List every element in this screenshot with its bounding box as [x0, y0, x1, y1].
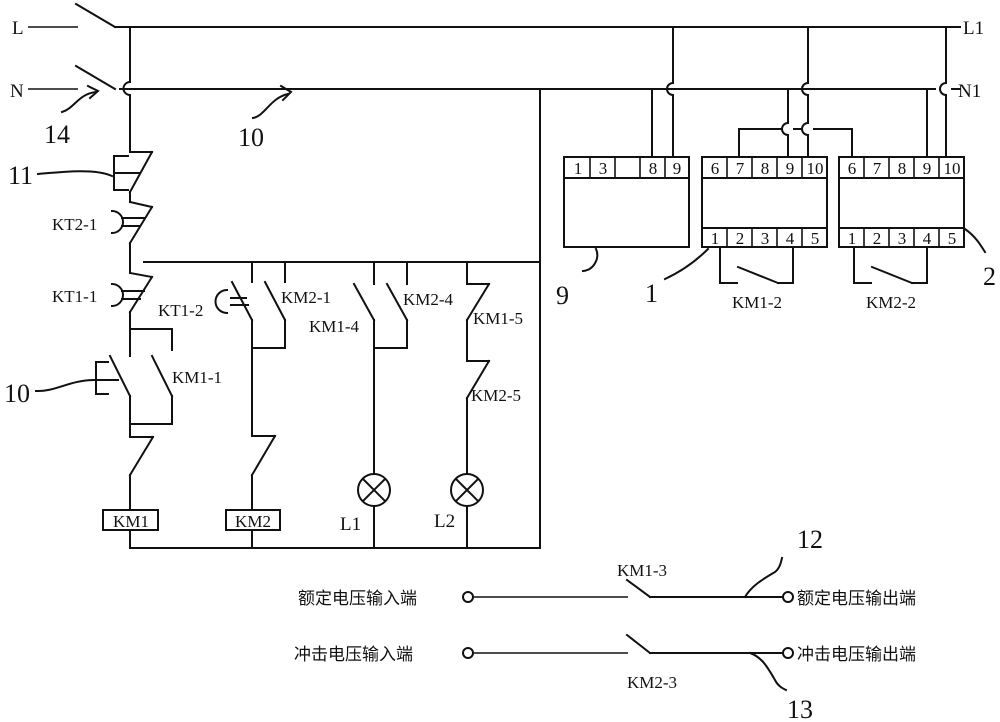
contact-km1-2 [719, 246, 794, 285]
module-2 [838, 156, 965, 248]
callout-12: 12 [797, 525, 823, 554]
m2-pin-5: 5 [948, 229, 957, 248]
label-coil-km2: KM2 [235, 512, 271, 531]
m1-pin-10: 10 [807, 159, 824, 178]
label-kt2-1: KT2-1 [52, 215, 97, 234]
label-l1: L1 [963, 18, 984, 39]
terminal-surge-out-label: 冲击电压输出端 [797, 645, 916, 665]
label-kt1-1: KT1-1 [52, 287, 97, 306]
callout-13-leader [748, 651, 788, 692]
callout-2: 2 [983, 262, 996, 291]
label-km2-1: KM2-1 [281, 288, 331, 307]
label-km1-4: KM1-4 [309, 317, 360, 336]
callout-10-button-leader [34, 378, 96, 393]
callout-1-leader [663, 247, 710, 281]
callout-12-leader [743, 556, 784, 599]
label-coil-km1: KM1 [113, 512, 149, 531]
l1-branch [352, 261, 409, 549]
terminal-rated-out-label: 额定电压输出端 [797, 589, 916, 609]
contact-km1-1 [129, 354, 174, 425]
m2-pin-6: 6 [848, 159, 857, 178]
label-l: L [12, 18, 24, 39]
m1-pin-5: 5 [811, 229, 820, 248]
label-km1-5: KM1-5 [473, 309, 523, 328]
m1-pin-2: 2 [736, 229, 745, 248]
m1-pin-7: 7 [736, 159, 745, 178]
stop-button-11[interactable] [113, 150, 154, 203]
callout-14-leader [60, 90, 98, 114]
m1-pin-4: 4 [786, 229, 795, 248]
label-lamp-l1: L1 [340, 514, 361, 535]
callout-14: 14 [44, 120, 70, 149]
m1-pin-1: 1 [711, 229, 720, 248]
m1-pin-6: 6 [711, 159, 720, 178]
contact-kt2-1 [110, 200, 154, 258]
supply-lines [28, 2, 961, 153]
label-km2-5: KM2-5 [471, 386, 521, 405]
contact-km2-2 [853, 246, 928, 285]
callout-9-leader [581, 247, 599, 273]
label-lamp-l2: L2 [434, 511, 455, 532]
main-switch-n[interactable] [74, 64, 117, 91]
terminal-rated-out[interactable] [782, 591, 794, 603]
callout-10-button: 10 [4, 379, 30, 408]
m1-pin-8: 8 [761, 159, 770, 178]
label-km2-4: KM2-4 [403, 290, 454, 309]
m9-pin-1: 1 [574, 159, 583, 178]
m2-pin-7: 7 [873, 159, 882, 178]
callout-10-bus: 10 [238, 123, 264, 152]
label-km2-3: KM2-3 [627, 673, 677, 692]
lamp-l1 [357, 473, 391, 507]
m9-pin-3: 3 [599, 159, 608, 178]
m1-pin-3: 3 [761, 229, 770, 248]
callout-10-bus-arrow [279, 84, 293, 102]
m9-hop [666, 81, 675, 97]
callout-10-bus-leader [251, 92, 290, 120]
label-n: N [10, 81, 24, 102]
callout-11-leader [36, 170, 114, 178]
module-1 [701, 156, 828, 248]
label-km1-1: KM1-1 [172, 368, 222, 387]
callout-11: 11 [8, 161, 33, 190]
callout-1: 1 [645, 279, 658, 308]
km2-branch [214, 261, 287, 549]
interlock-km1 [128, 423, 155, 511]
terminal-rated-in[interactable] [462, 591, 474, 603]
lamp-l2 [450, 473, 484, 507]
m2-pin-9: 9 [923, 159, 932, 178]
m2-pin-10: 10 [944, 159, 961, 178]
hop-control-feed [122, 80, 132, 97]
label-km2-2: KM2-2 [866, 293, 916, 312]
terminal-surge-in[interactable] [462, 647, 474, 659]
start-button-10[interactable] [95, 328, 173, 425]
coil-km2 [225, 509, 281, 531]
terminal-surge-out[interactable] [782, 647, 794, 659]
module-wiring [738, 26, 948, 158]
terminal-rated-in-label: 额定电压输入端 [298, 589, 417, 609]
m2-pin-8: 8 [898, 159, 907, 178]
l2-branch [465, 261, 491, 549]
m2-pin-1: 1 [848, 229, 857, 248]
m2-pin-3: 3 [898, 229, 907, 248]
label-n1: N1 [958, 81, 981, 102]
contact-km2-3 [625, 633, 652, 655]
m9-pin-9: 9 [673, 159, 682, 178]
module-9 [563, 156, 690, 248]
m2-pin-2: 2 [873, 229, 882, 248]
callout-14-arrow [86, 84, 100, 100]
m9-pin-8: 8 [649, 159, 658, 178]
main-switch-l[interactable] [74, 2, 117, 29]
callout-2-leader [963, 227, 987, 254]
contact-km1-3 [625, 578, 652, 599]
m1-pin-9: 9 [786, 159, 795, 178]
callout-13: 13 [787, 695, 813, 722]
label-km1-2: KM1-2 [732, 293, 782, 312]
callout-9: 9 [556, 281, 569, 310]
terminal-surge-in-label: 冲击电压输入端 [294, 645, 413, 665]
label-kt1-2: KT1-2 [158, 301, 203, 320]
m2-pin-4: 4 [923, 229, 932, 248]
contact-kt1-1 [110, 256, 154, 330]
label-km1-3: KM1-3 [617, 561, 667, 580]
